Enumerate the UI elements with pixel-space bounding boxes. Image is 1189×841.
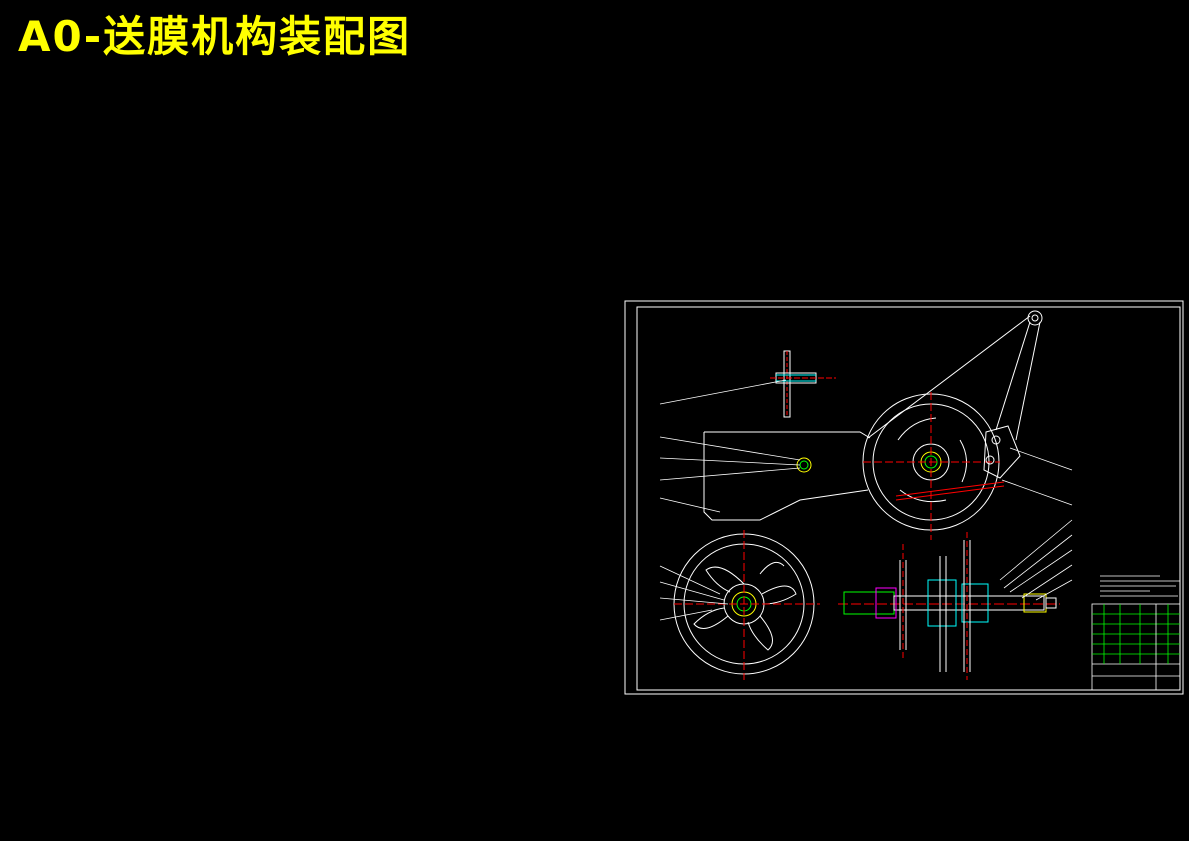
tension-lever (867, 310, 1043, 479)
leader-lines (659, 379, 1073, 621)
technical-notes (1100, 575, 1180, 597)
bolt-plate-part (770, 350, 836, 418)
shaft-section (838, 532, 1060, 680)
drawing-sheet-inner-border (636, 306, 1181, 691)
lower-wheel (673, 530, 820, 680)
title-block (1091, 603, 1181, 691)
upper-pulley (862, 392, 1005, 540)
page-title: A0-送膜机构装配图 (18, 12, 412, 61)
support-arm (703, 431, 871, 521)
drawing-sheet-outer-border (624, 300, 1184, 695)
